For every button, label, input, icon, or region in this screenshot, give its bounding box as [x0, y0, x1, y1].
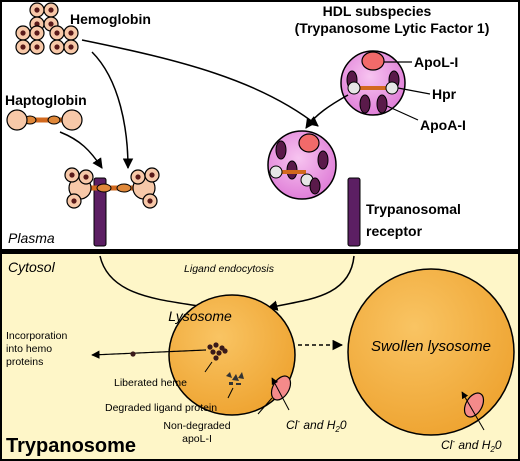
degraded-ligand-pointer: [227, 387, 234, 399]
label-cl-water-swollen: Cl- and H20: [441, 437, 502, 454]
nondegraded-pointer: [257, 397, 273, 415]
hdl-particle-bound: [267, 130, 337, 200]
label-trypanosome: Trypanosome: [6, 435, 136, 457]
haptoglobin-icon: [6, 109, 83, 131]
hpr-pointer: [397, 87, 431, 95]
label-cytosol: Cytosol: [8, 259, 56, 275]
arrow-hdl-to-receptor: [305, 94, 349, 129]
lysosome: [168, 294, 296, 416]
arrow-haptoglobin-to-complex: [59, 131, 103, 169]
arrow-hemoglobin-to-complex: [91, 51, 134, 170]
label-receptor-line2: receptor: [366, 223, 423, 239]
receptor-left: [93, 177, 107, 247]
label-hdl-line1: HDL subspecies: [323, 3, 432, 19]
label-receptor-line1: Trypanosomal: [366, 201, 461, 217]
heme-transit-dot: [130, 351, 136, 357]
label-hdl-line2: (Trypanosome Lytic Factor 1): [295, 20, 490, 36]
label-incorporation-line1: Incorporation: [6, 330, 67, 342]
label-incorporation-line3: proteins: [6, 356, 43, 368]
label-haptoglobin: Haptoglobin: [5, 92, 87, 108]
hemoglobin-icon: [16, 3, 78, 54]
arrow-endocytosis-right: [266, 255, 355, 311]
liberated-heme-pointer: [204, 361, 213, 373]
label-hpr: Hpr: [432, 86, 457, 102]
label-plasma: Plasma: [8, 230, 55, 246]
liberated-heme-dots: [207, 342, 228, 361]
apol1-pore-swollen: [461, 391, 485, 431]
label-degraded-ligand: Degraded ligand protein: [105, 402, 217, 414]
label-nondegraded-line2: apoL-I: [182, 433, 212, 445]
label-lysosome: Lysosome: [168, 308, 232, 324]
label-cl-water-lysosome: Cl- and H20: [286, 417, 347, 434]
label-swollen-lysosome: Swollen lysosome: [371, 338, 491, 355]
swollen-lysosome: [347, 268, 515, 436]
label-nondegraded-line1: Non-degraded: [163, 420, 230, 432]
label-incorporation-line2: into hemo: [6, 343, 52, 355]
hdl-particle-free: [340, 50, 406, 116]
arrow-hemoglobin-to-hdl: [81, 39, 319, 127]
receptor-right: [347, 177, 361, 247]
apol1-pore-lysosome: [270, 375, 292, 411]
label-apol1: ApoL-I: [414, 54, 458, 70]
arrow-heme-incorporation: [91, 349, 207, 359]
label-hemoglobin: Hemoglobin: [70, 11, 151, 27]
label-liberated-heme: Liberated heme: [114, 377, 187, 389]
label-apoa1: ApoA-I: [420, 117, 466, 133]
degraded-ligand-fragments: [226, 372, 244, 385]
haptoglobin-hemoglobin-complex: [64, 167, 160, 209]
cell-membrane: [0, 249, 520, 254]
apoa1-pointer: [386, 105, 419, 121]
label-ligand-endocytosis: Ligand endocytosis: [184, 263, 275, 275]
